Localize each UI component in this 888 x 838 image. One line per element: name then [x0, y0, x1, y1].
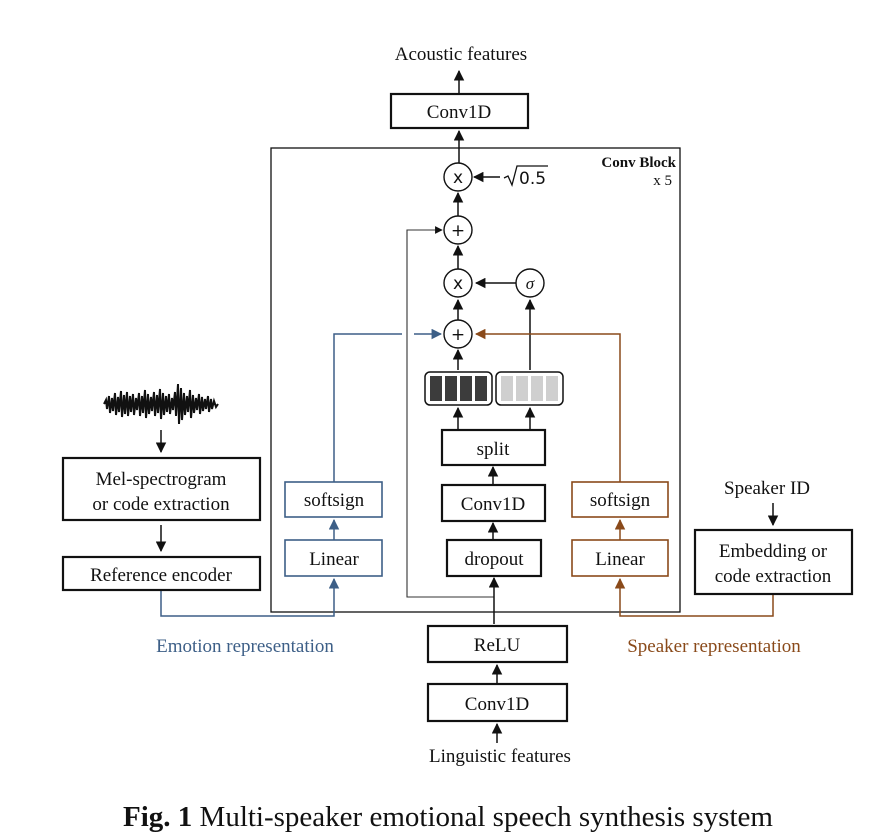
scale-value: 0.5: [519, 169, 546, 189]
linear-left-block: Linear: [284, 539, 383, 577]
emotion-representation-label: Emotion representation: [156, 636, 334, 657]
mel-line1: Mel-spectrogram: [96, 469, 227, 490]
split-block: split: [440, 428, 547, 467]
residual-connection: [406, 226, 494, 598]
linear-right-label: Linear: [595, 549, 645, 570]
conv1d-bottom-block: Conv1D: [426, 682, 569, 723]
emotion-representation-line: [160, 577, 340, 617]
conv1d-top-label: Conv1D: [427, 102, 491, 123]
sigma-node: σ: [515, 268, 545, 298]
scale-multiply-node: x: [443, 162, 473, 192]
conv1d-top-block: Conv1D: [389, 92, 530, 130]
mel-line2: or code extraction: [92, 494, 230, 515]
softsign-left-block: softsign: [284, 481, 383, 518]
embedding-block: Embedding or code extraction: [693, 528, 854, 596]
reference-encoder-label: Reference encoder: [90, 565, 233, 586]
speaker-representation-label: Speaker representation: [627, 636, 801, 657]
embedding-line2: code extraction: [715, 566, 832, 587]
mel-spectrogram-block: Mel-spectrogram or code extraction: [61, 456, 262, 522]
caption-text: Multi-speaker emotional speech synthesis…: [192, 801, 773, 833]
conv-block-title: Conv Block: [601, 155, 676, 171]
linguistic-features-label: Linguistic features: [429, 746, 571, 767]
conv1d-bottom-label: Conv1D: [465, 694, 529, 715]
softsign-right-label: softsign: [590, 490, 651, 511]
caption-label: Fig. 1: [123, 801, 192, 833]
add-symbol: +: [451, 221, 465, 241]
dropout-label: dropout: [464, 549, 524, 570]
relu-label: ReLU: [474, 635, 521, 656]
relu-block: ReLU: [426, 624, 569, 664]
split-light-half: [495, 371, 564, 406]
multiply-symbol: x: [453, 168, 463, 188]
svg-text:+: +: [451, 325, 465, 345]
conv-block-container: Conv Block x 5: [270, 147, 681, 613]
svg-text:x: x: [453, 274, 463, 294]
softsign-left-label: softsign: [304, 490, 365, 511]
waveform-icon: [103, 383, 219, 425]
gate-multiply-node: x: [443, 268, 473, 298]
acoustic-features-label: Acoustic features: [395, 44, 527, 65]
residual-add-node: +: [443, 215, 473, 245]
linear-right-block: Linear: [571, 539, 669, 577]
emotion-to-add-line: [333, 333, 402, 482]
softsign-right-block: softsign: [571, 481, 669, 518]
speaker-id-label: Speaker ID: [724, 478, 810, 499]
sqrt-scale-term: 0.5: [503, 165, 548, 189]
embedding-line1: Embedding or: [719, 541, 828, 562]
speaker-to-add-line: [474, 328, 621, 482]
conv1d-block-label: Conv1D: [461, 494, 525, 515]
split-label: split: [477, 439, 510, 460]
dropout-block: dropout: [445, 538, 543, 578]
figure-caption: Fig. 1 Multi-speaker emotional speech sy…: [123, 801, 773, 833]
conditioning-add-node: +: [443, 319, 473, 349]
conv1d-block: Conv1D: [440, 483, 547, 523]
speaker-representation-line: [614, 577, 774, 617]
sigma-symbol: σ: [526, 274, 535, 293]
linear-left-label: Linear: [309, 549, 359, 570]
reference-encoder-block: Reference encoder: [61, 555, 262, 592]
split-dark-half: [424, 371, 493, 406]
conv-block-repeat: x 5: [653, 173, 672, 189]
